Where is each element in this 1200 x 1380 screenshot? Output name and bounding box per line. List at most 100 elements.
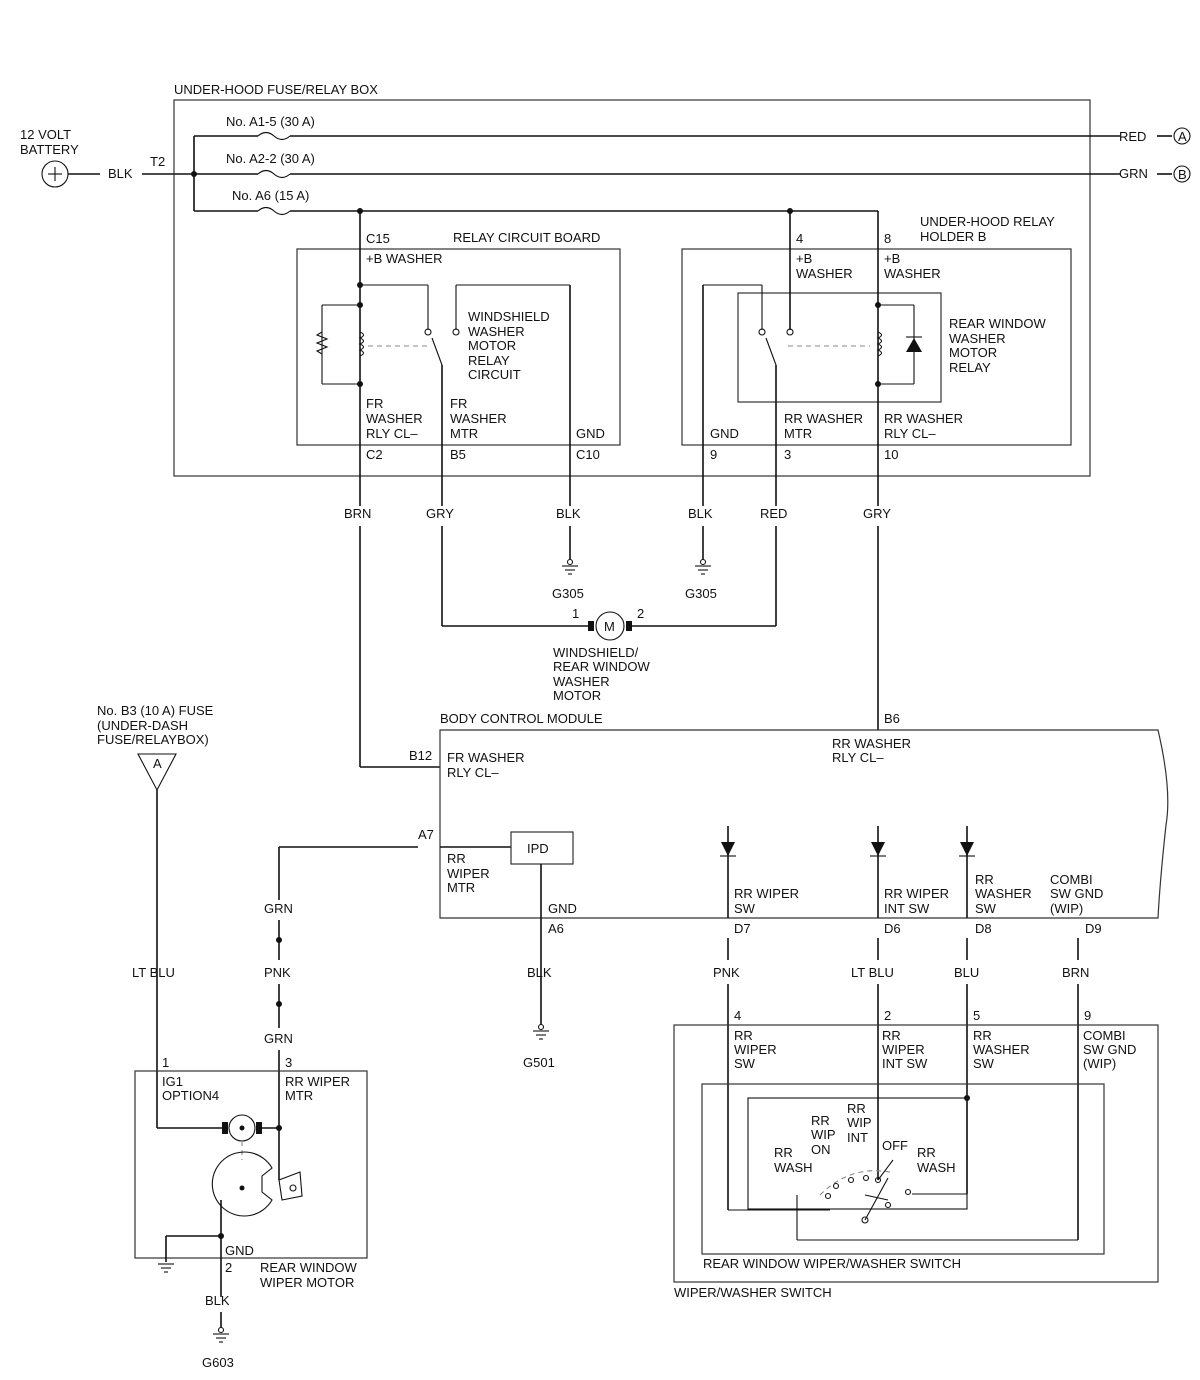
relay-holder-title-2: HOLDER B [920, 229, 986, 244]
fuse-a6-icon [257, 206, 291, 216]
input-arrow-d7-icon [720, 826, 736, 918]
relay-switch-icon [431, 337, 443, 366]
ground-g603-icon [213, 1326, 229, 1343]
switch-outer-title: WIPER/WASHER SWITCH [674, 1285, 832, 1300]
pos-wip-int-1: RR [847, 1101, 866, 1116]
motor-pin-1: 1 [572, 606, 579, 621]
bcm-rr-wiper-sw-2: SW [734, 901, 756, 916]
pos-wip-on-2: WIP [811, 1127, 836, 1142]
ground-g305-a: G305 [552, 586, 584, 601]
input-arrow-d8-icon [959, 826, 975, 918]
fuse-a2-2-icon [257, 169, 291, 179]
b-washer-2a: +B [884, 251, 900, 266]
wire-blu: BLU [954, 965, 979, 980]
sw-combi-3: (WIP) [1083, 1056, 1116, 1071]
b-washer-1a: +B [796, 251, 812, 266]
sw-pin-9: 9 [1084, 1008, 1091, 1023]
rr-relay-label-3: MOTOR [949, 345, 997, 360]
pin-b6: B6 [884, 711, 900, 726]
cam-switch-icon [211, 1151, 273, 1217]
washer-motor-label-2: REAR WINDOW [553, 659, 651, 674]
fuse-a1-5-label: No. A1-5 (30 A) [226, 114, 315, 129]
washer-motor-label-3: WASHER [553, 674, 610, 689]
battery: 12 VOLT BATTERY BLK T2 [20, 127, 165, 188]
underhood-box-title: UNDER-HOOD FUSE/RELAY BOX [174, 82, 378, 97]
fuse-b3-label-3: FUSE/RELAYBOX) [97, 732, 209, 747]
ipd-label: IPD [527, 841, 549, 856]
rr-rly-2: RLY CL– [884, 426, 936, 441]
bcm-rr-wiper-int-2: INT SW [884, 901, 930, 916]
pin-8: 8 [884, 231, 891, 246]
ipd-box [510, 831, 574, 865]
bcm-fr-rly-1: FR WASHER [447, 750, 525, 765]
pin-a7: A7 [418, 827, 434, 842]
sw-rr-wiper-sw-2: WIPER [734, 1042, 777, 1057]
pos-wip-on-1: RR [811, 1113, 830, 1128]
connector-a-label: A [1178, 129, 1187, 144]
connector-a-triangle-icon [137, 753, 177, 792]
connector-a-icon [1173, 127, 1191, 145]
pos-rr-wash-r-1: RR [917, 1145, 936, 1160]
pin-b5: B5 [450, 447, 466, 462]
relay-holder-b: UNDER-HOOD RELAY HOLDER B 4 8 +B WASHER … [681, 211, 1072, 506]
resistor-icon [315, 331, 329, 355]
sw-combi-2: SW GND [1083, 1042, 1136, 1057]
pin-d8: D8 [975, 921, 992, 936]
fr-rly-1: FR [366, 396, 383, 411]
bcm-rr-rly-1: RR WASHER [832, 736, 911, 751]
sw-rr-wiper-sw-3: SW [734, 1056, 756, 1071]
rr-relay-label-2: WASHER [949, 331, 1006, 346]
wire-pnk-1: PNK [264, 965, 291, 980]
terminal-t2: T2 [150, 154, 165, 169]
pin-b12: B12 [409, 748, 432, 763]
sw-rr-washer-sw-2: WASHER [973, 1042, 1030, 1057]
ground-g305-b-icon [695, 558, 711, 575]
wiper-motor-mtr-1: RR WIPER [285, 1074, 350, 1089]
rr-relay-switch-icon [765, 337, 777, 366]
bcm-combi-1: COMBI [1050, 872, 1093, 887]
battery-label-1: 12 VOLT [20, 127, 71, 142]
pin-c2: C2 [366, 447, 383, 462]
ground-g305-b: G305 [685, 586, 717, 601]
bcm-rr-wiper-mtr-1: RR [447, 851, 466, 866]
relay-label-1: WINDSHIELD [468, 309, 550, 324]
connector-b-label: B [1178, 167, 1187, 182]
pin-d7: D7 [734, 921, 751, 936]
pin-9: 9 [710, 447, 717, 462]
fuse-b3-conn: A [153, 756, 162, 771]
ground-g501-icon [533, 1023, 549, 1040]
wire-blk-a6: BLK [527, 965, 552, 980]
pin-a6: A6 [548, 921, 564, 936]
bcm-rr-washer-sw-2: WASHER [975, 886, 1032, 901]
input-arrow-d6-icon [870, 826, 886, 918]
relay-holder-gnd: GND [710, 426, 739, 441]
bcm-rr-wiper-int-1: RR WIPER [884, 886, 949, 901]
relay-circuit-board: RELAY CIRCUIT BOARD C15 +B WASHER WINDSH… [296, 211, 621, 506]
motor-icon [595, 611, 625, 641]
ground-g305-a-icon [562, 558, 578, 575]
pos-off: OFF [882, 1138, 908, 1153]
ig1-label-2: OPTION4 [162, 1088, 219, 1103]
bcm-rr-wiper-sw-1: RR WIPER [734, 886, 799, 901]
rear-wiper-motor: 1 3 IG1 OPTION4 RR WIPER MTR GND 2 REAR … [134, 1055, 368, 1297]
wiper-motor-pin-1: 1 [162, 1055, 169, 1070]
bcm-rr-washer-sw-1: RR [975, 872, 994, 887]
fr-mtr-3: MTR [450, 426, 478, 441]
wiper-motor-mtr-2: MTR [285, 1088, 313, 1103]
wire-gry-1: GRY [426, 506, 454, 521]
wiper-motor-case-ground-icon [158, 1263, 174, 1273]
relay-label-2: WASHER [468, 324, 525, 339]
relay-holder-title-1: UNDER-HOOD RELAY [920, 214, 1055, 229]
bcm-rr-wiper-mtr-2: WIPER [447, 866, 490, 881]
wiper-motor-pin-2: 2 [225, 1260, 232, 1275]
sw-combi-1: COMBI [1083, 1028, 1126, 1043]
relay-coil-icon [358, 331, 365, 357]
wire-grn-1: GRN [264, 901, 293, 916]
bcm-rr-washer-sw-3: SW [975, 901, 997, 916]
bcm-rr-wiper-mtr-3: MTR [447, 880, 475, 895]
bcm-gnd: GND [548, 901, 577, 916]
b-washer-2b: WASHER [884, 266, 941, 281]
wire-red: RED [760, 506, 787, 521]
relay-label-4: RELAY [468, 353, 510, 368]
